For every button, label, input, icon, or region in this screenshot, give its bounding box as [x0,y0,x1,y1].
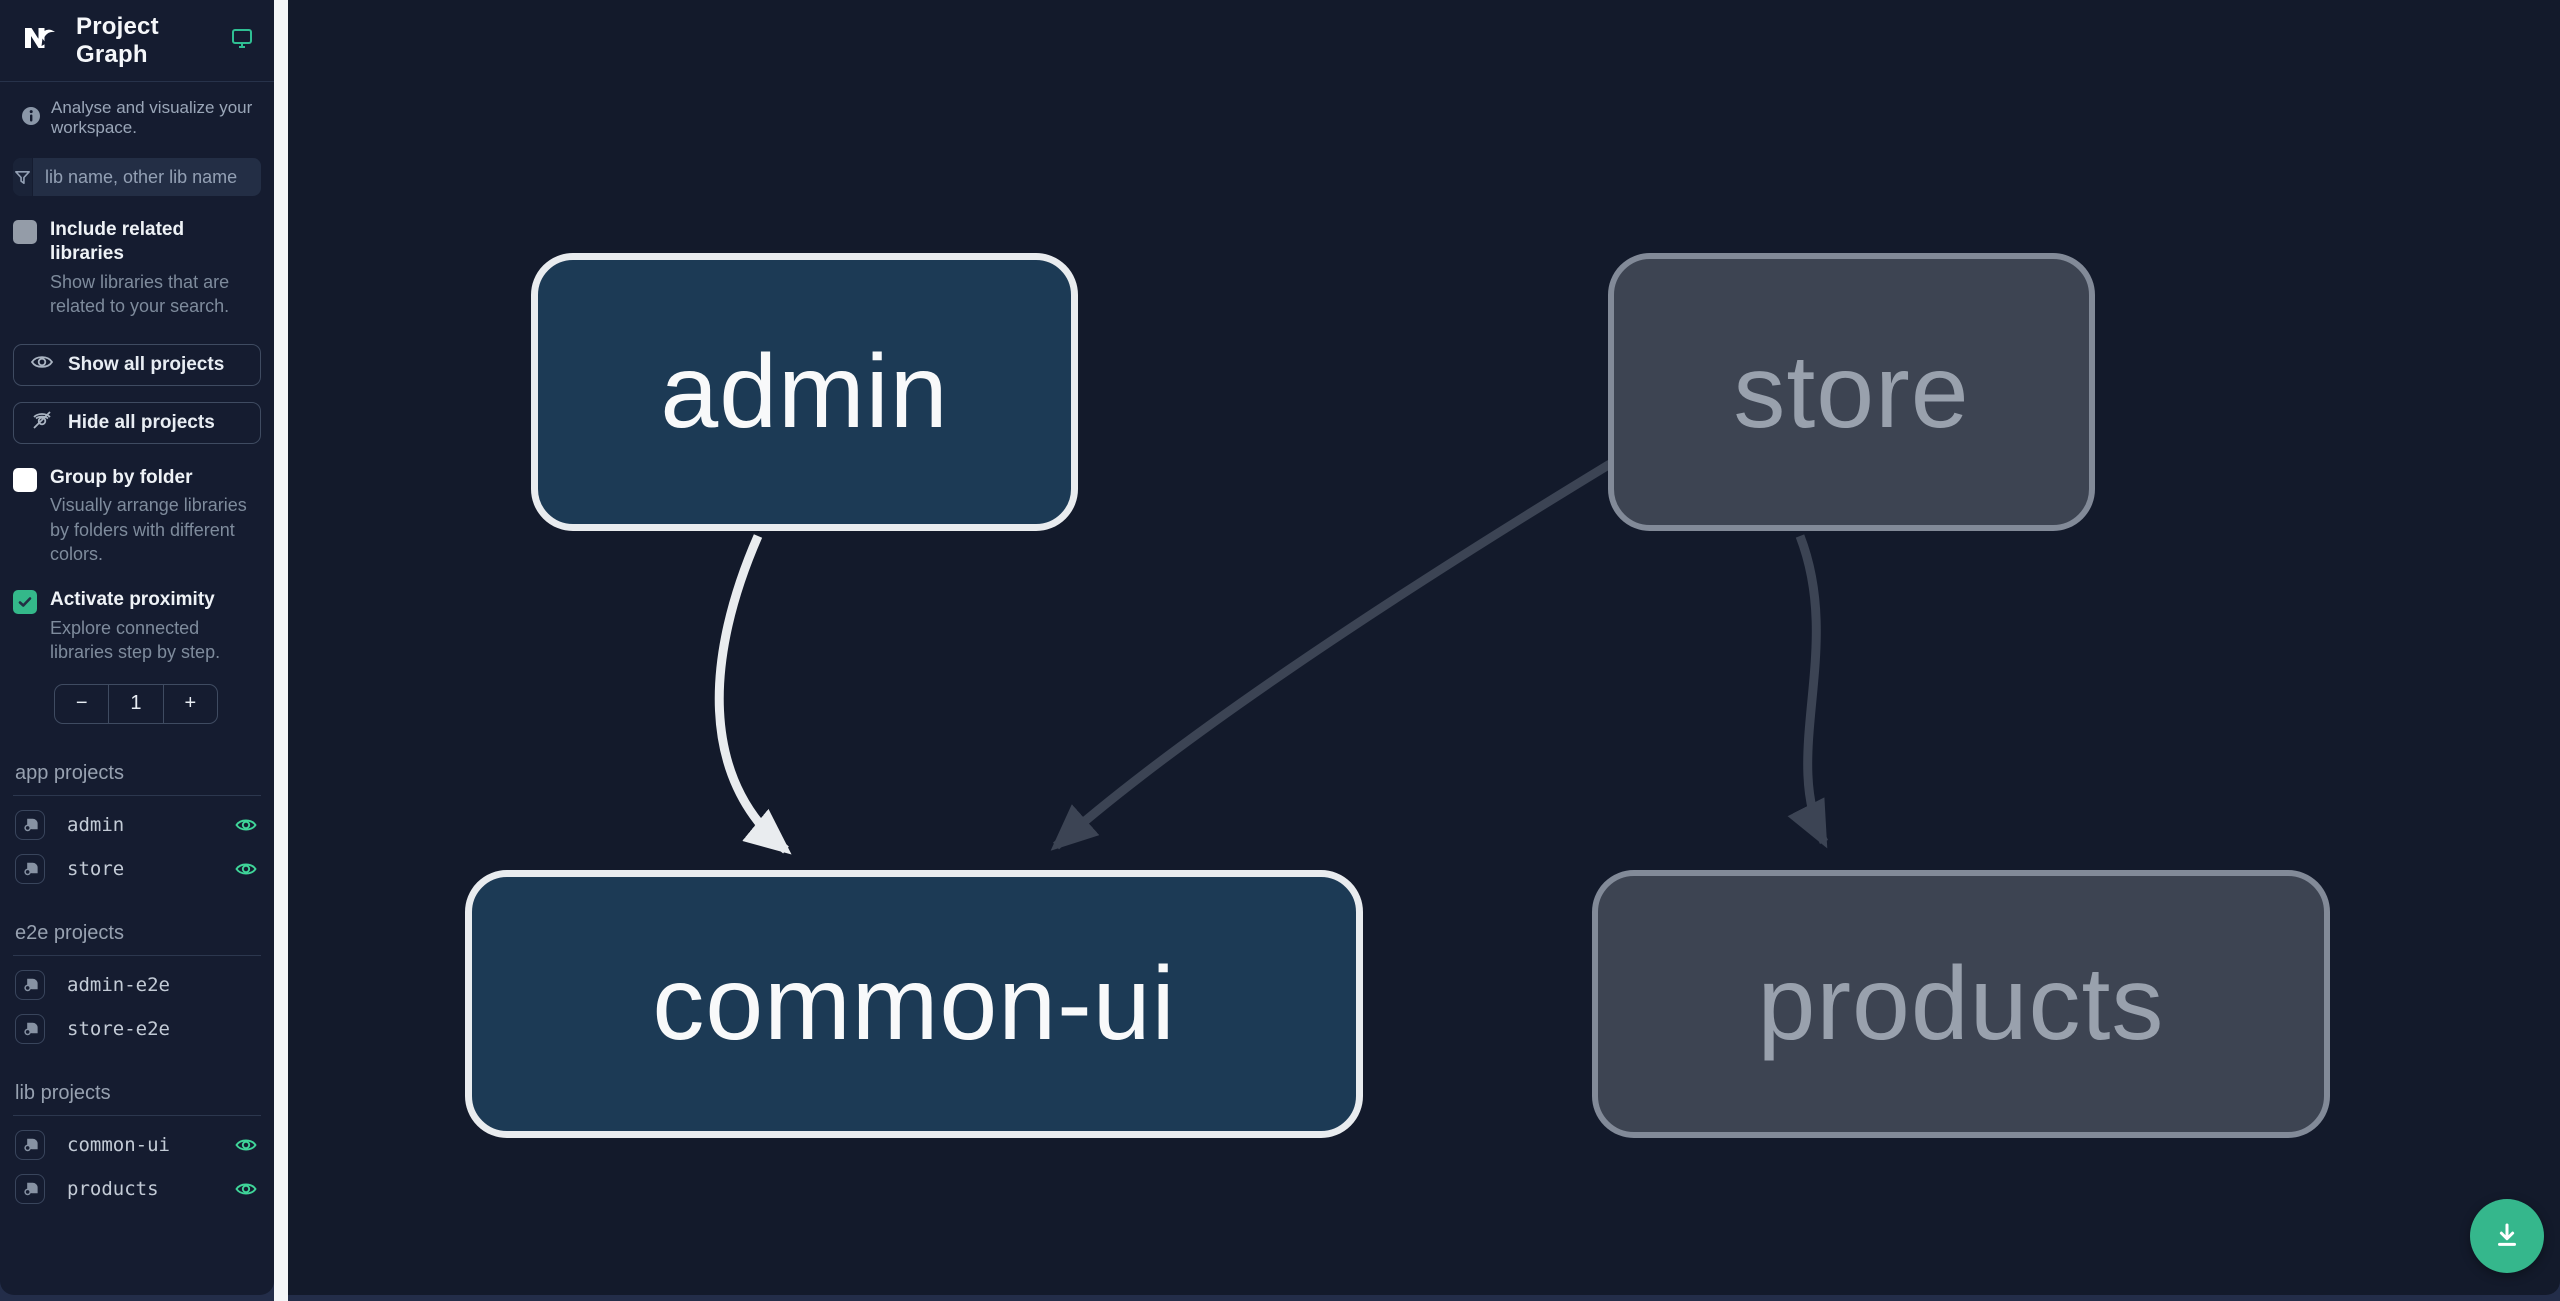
workspace-info-text: Analyse and visualize your workspace. [51,98,253,137]
graph-node-common-ui[interactable]: common-ui [465,870,1363,1138]
proximity-value: 1 [108,684,162,723]
graph-edges [714,460,1829,855]
filter-funnel-icon [13,158,33,196]
edge-store-to-common-ui [1050,460,1613,851]
focus-project-button[interactable] [15,1129,45,1160]
graph-node-admin[interactable]: admin [531,253,1078,531]
include-related-label: Include related libraries [50,219,185,264]
focus-project-button[interactable] [15,853,45,884]
group-by-folder-row[interactable]: Group by folder Visually arrange librari… [13,466,261,566]
sidebar-resize-divider [274,0,288,1301]
node-label: store [1733,333,1970,450]
project-row-common-ui: common-ui [13,1129,261,1160]
download-icon [2492,1220,2522,1253]
proximity-decrement-button[interactable]: − [75,692,88,715]
edge-admin-to-common-ui [714,534,792,855]
section-title-e2e-projects: e2e projects [13,922,261,956]
download-graph-button[interactable] [2470,1199,2544,1273]
include-related-row[interactable]: Include related libraries Show libraries… [13,218,261,318]
info-icon [21,106,41,131]
group-by-folder-description: Visually arrange libraries by folders wi… [50,495,247,564]
sidebar: Project Graph Analyse and vis [0,0,274,1295]
focus-project-button[interactable] [15,1173,45,1204]
toggle-visibility-eye-icon[interactable] [233,857,259,881]
proximity-increment-button[interactable]: + [162,684,217,723]
group-by-folder-checkbox[interactable] [13,467,37,492]
show-all-projects-label: Show all projects [68,353,225,375]
toggle-visibility-eye-icon[interactable] [233,1133,259,1157]
project-name: admin-e2e [67,973,170,996]
activate-proximity-row[interactable]: Activate proximity Explore connected lib… [13,588,261,664]
activate-proximity-checkbox[interactable] [13,589,37,614]
section-title-app-projects: app projects [13,762,261,796]
project-row-admin-e2e: admin-e2e [13,969,261,1000]
hide-all-projects-label: Hide all projects [68,411,215,433]
project-name: admin [67,813,125,836]
page-title: Project Graph [76,12,159,68]
toggle-visibility-eye-icon[interactable] [233,813,259,837]
project-row-store: store [13,853,261,884]
project-name: products [67,1177,159,1200]
section-title-lib-projects: lib projects [13,1082,261,1116]
graph-node-store[interactable]: store [1608,253,2095,531]
eye-icon [30,350,54,380]
proximity-stepper: − 1 + [54,683,218,724]
node-label: admin [660,333,949,450]
project-name: store [67,857,125,880]
system-theme-icon[interactable] [230,26,254,55]
nx-logo [20,18,60,63]
toggle-visibility-eye-icon[interactable] [233,1177,259,1201]
search-box [13,158,261,196]
project-row-store-e2e: store-e2e [13,1013,261,1044]
focus-project-button[interactable] [15,1013,45,1044]
node-label: products [1757,945,2165,1062]
hide-all-projects-button[interactable]: Hide all projects [13,401,261,444]
project-row-products: products [13,1173,261,1204]
graph-node-products[interactable]: products [1592,870,2330,1138]
project-row-admin: admin [13,809,261,840]
focus-project-button[interactable] [15,969,45,1000]
activate-proximity-label: Activate proximity [50,588,215,610]
graph-canvas[interactable]: admin store common-ui products [288,0,2560,1295]
activate-proximity-description: Explore connected libraries step by step… [50,617,221,662]
search-input[interactable] [33,158,261,196]
include-related-checkbox[interactable] [13,220,37,244]
eye-slash-icon [30,408,54,438]
workspace-info: Analyse and visualize your workspace. [13,82,261,144]
focus-project-button[interactable] [15,809,45,840]
show-all-projects-button[interactable]: Show all projects [13,343,261,386]
project-name: store-e2e [67,1017,170,1040]
edge-store-to-products [1787,534,1829,849]
group-by-folder-label: Group by folder [50,466,193,488]
sidebar-header: Project Graph [0,0,274,82]
sidebar-content: Analyse and visualize your workspace. In… [0,82,274,1295]
node-label: common-ui [652,945,1176,1062]
include-related-description: Show libraries that are related to your … [50,271,230,316]
project-name: common-ui [67,1133,170,1156]
